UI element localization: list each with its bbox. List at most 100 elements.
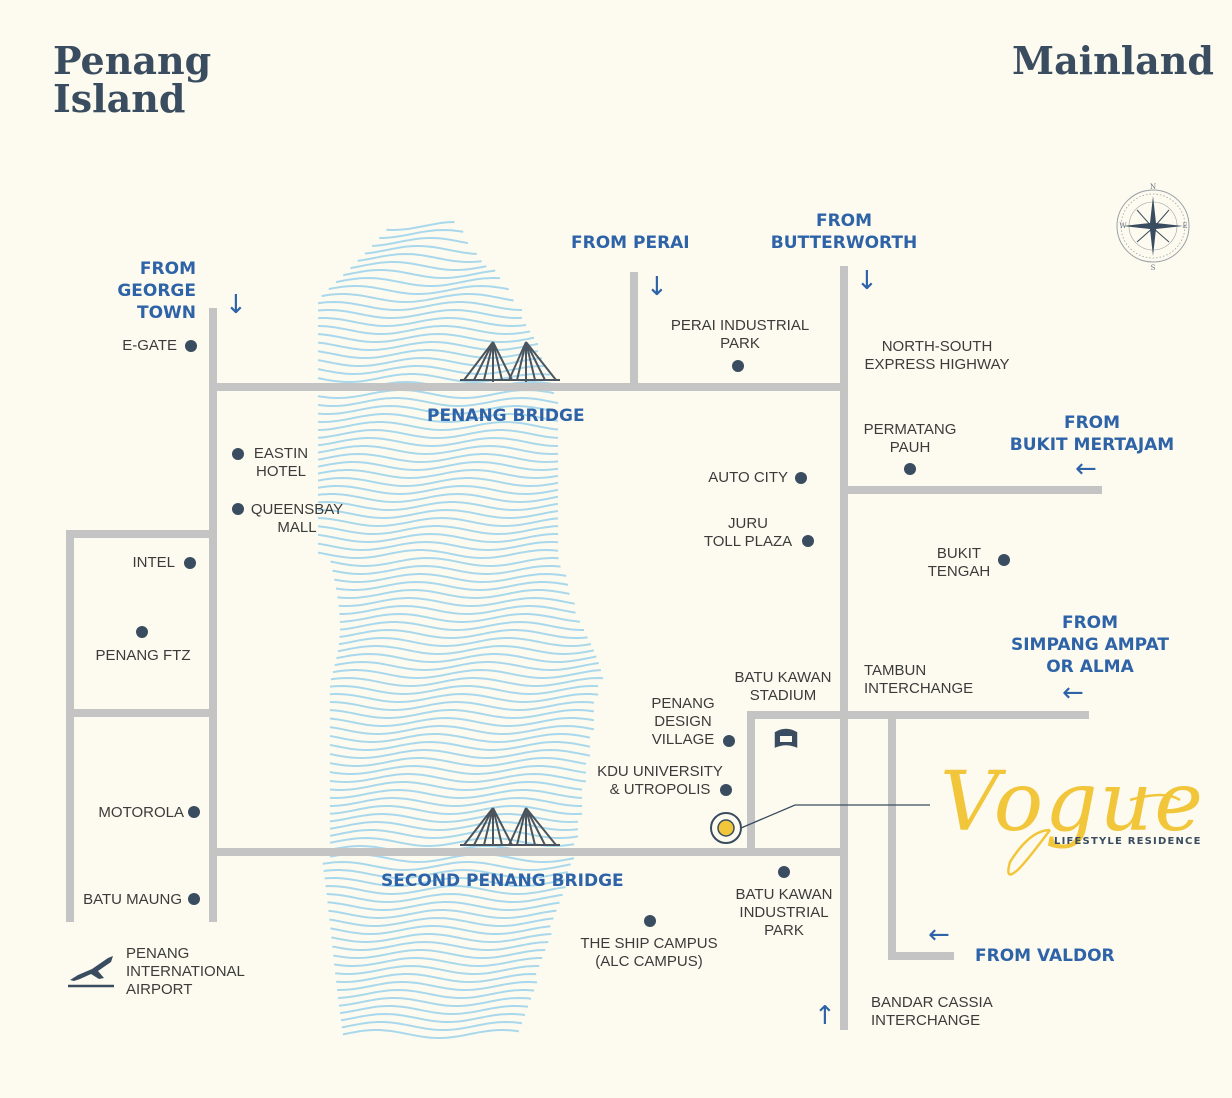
title-penang-island: Penang Island — [53, 38, 212, 121]
label-penang-bridge: PENANG BRIDGE — [427, 406, 585, 426]
arrow-valdor: ← — [928, 920, 950, 950]
compass-n: N — [1150, 183, 1156, 191]
road-network — [66, 266, 1102, 1030]
brand-logo-vogue: Vogue — [940, 755, 1205, 850]
water-wave-line — [341, 1020, 523, 1031]
water-wave-line — [329, 724, 595, 736]
label-bukit-tengah: BUKIT TENGAH — [927, 545, 991, 580]
water-wave-line — [331, 933, 552, 944]
water-wave-line — [329, 805, 583, 816]
water-wave-line — [336, 972, 537, 984]
dot-bukit-tengah — [998, 554, 1010, 566]
water-wave-line — [329, 916, 554, 927]
water-wave-line — [317, 428, 559, 439]
label-batu-maung: BATU MAUNG — [83, 891, 182, 908]
compass-s: S — [1151, 264, 1156, 272]
water-wave-line — [338, 636, 592, 648]
water-wave-line — [337, 588, 570, 600]
label-auto-city: AUTO CITY — [708, 469, 788, 486]
water-wave-line — [317, 396, 559, 408]
water-wave-line — [329, 684, 599, 696]
dot-eastin — [232, 448, 244, 460]
from-valdor: FROM VALDOR — [975, 946, 1115, 966]
dot-auto-city — [795, 472, 807, 484]
compass-rose-icon: N S E W — [1116, 183, 1190, 272]
dot-batu-kawan-industrial — [778, 866, 790, 878]
water-wave-line — [329, 733, 591, 744]
water-wave-line — [338, 596, 575, 608]
water-wave-line — [329, 764, 587, 776]
label-second-penang-bridge: SECOND PENANG BRIDGE — [381, 871, 624, 891]
water-wave-line — [325, 884, 566, 896]
water-wave-line — [330, 925, 551, 936]
label-queensbay: QUEENSBAY MALL — [250, 501, 344, 536]
label-kdu: KDU UNIVERSITY & UTROPOLIS — [597, 763, 723, 798]
water-wave-line — [329, 709, 595, 720]
title-mainland: Mainland — [1012, 38, 1215, 83]
label-airport: PENANG INTERNATIONAL AIRPORT — [126, 945, 245, 998]
water-wave-line — [329, 700, 595, 712]
water-wave-line — [329, 757, 587, 768]
water-wave-line — [379, 228, 464, 239]
water-wave-line — [317, 404, 559, 415]
label-juru: JURU TOLL PLAZA — [703, 515, 793, 550]
water-wave-line — [330, 556, 559, 568]
bridge-icon-penang — [460, 341, 560, 382]
dot-juru — [802, 535, 814, 547]
from-bukit-mertajam: FROM BUKIT MERTAJAM — [1009, 413, 1175, 455]
water-wave-line — [371, 237, 469, 247]
water-wave-line — [317, 532, 558, 544]
water-wave-line — [334, 572, 567, 584]
dot-motorola — [188, 806, 200, 818]
dot-ship-campus — [644, 915, 656, 927]
water-wave-line — [317, 356, 543, 367]
water-wave-line — [329, 716, 595, 728]
water-wave-line — [317, 500, 559, 512]
water-wave-line — [317, 492, 559, 504]
water-wave-line — [329, 781, 583, 792]
dot-egate — [185, 340, 197, 352]
water-wave-line — [333, 949, 546, 960]
dot-batu-maung — [188, 893, 200, 905]
from-butterworth: FROM BUTTERWORTH — [770, 211, 918, 253]
water-wave-line — [337, 981, 538, 992]
water-wave-line — [350, 261, 487, 271]
water-wave-line — [364, 245, 477, 255]
water-wave-line — [317, 300, 523, 311]
water-wave-line — [317, 341, 539, 352]
water-wave-line — [317, 540, 559, 552]
water-wave-line — [323, 868, 568, 879]
from-perai: FROM PERAI — [571, 233, 690, 253]
arrow-perai: ↓ — [646, 272, 668, 302]
water-wave-line — [357, 252, 482, 263]
stadium-icon — [774, 728, 798, 748]
label-ship-campus: THE SHIP CAMPUS (ALC CAMPUS) — [580, 935, 718, 970]
bridge-icon-second — [460, 807, 560, 846]
water-wave-line — [317, 468, 559, 480]
water-wave-line — [327, 901, 560, 912]
label-design-village: PENANG DESIGN VILLAGE — [651, 695, 715, 748]
water-wave-line — [337, 644, 594, 656]
water-wave-line — [317, 444, 559, 456]
water-wave-line — [317, 332, 535, 343]
water-wave-line — [317, 548, 559, 560]
water-wave-line — [332, 564, 561, 576]
water-wave-line — [339, 620, 584, 632]
compass-w: W — [1119, 222, 1127, 230]
water-wave-line — [317, 420, 559, 432]
label-permatang-pauh: PERMATANG PAUH — [863, 421, 957, 456]
from-simpang-ampat: FROM SIMPANG AMPAT OR ALMA — [1010, 613, 1170, 677]
water-wave-line — [338, 996, 532, 1007]
water-wave-line — [324, 877, 565, 888]
dot-kdu — [720, 784, 732, 796]
water-wave-line — [335, 964, 540, 975]
label-north-south: NORTH-SOUTH EXPRESS HIGHWAY — [864, 338, 1010, 373]
water-wave-line — [336, 652, 597, 664]
water-wave-line — [328, 284, 509, 295]
water-wave-line — [317, 452, 559, 464]
arrow-simpang-ampat: ← — [1062, 678, 1084, 708]
water-wave-line — [334, 957, 543, 968]
water-wave-line — [326, 892, 563, 903]
